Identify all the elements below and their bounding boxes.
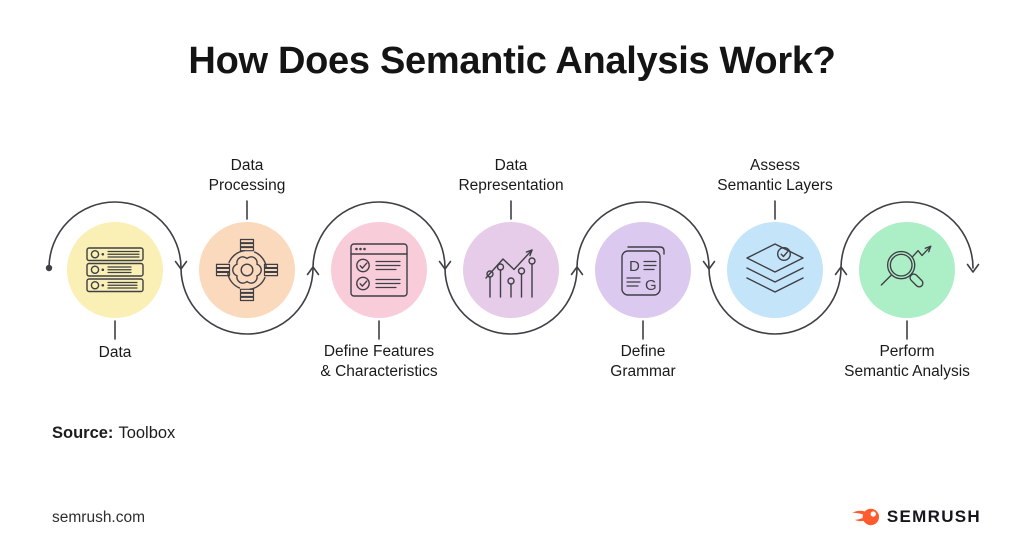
server-stack-icon	[86, 247, 144, 293]
growth-chart-icon	[485, 249, 536, 298]
semrush-logo: SEMRUSH	[851, 505, 981, 529]
step-define-features	[331, 222, 427, 318]
step-perform-semantic-analysis	[859, 222, 955, 318]
checklist-window-icon	[350, 243, 408, 297]
magnifier-analysis-icon	[880, 245, 932, 288]
step-circle	[859, 222, 955, 318]
footer-website: semrush.com	[52, 509, 146, 526]
step-label-define-grammar: Define Grammar	[610, 343, 676, 380]
step-circle	[463, 222, 559, 318]
step-label-perform-semantic-analysis: Perform Semantic Analysis	[844, 343, 970, 380]
step-label-data: Data	[98, 344, 132, 361]
step-data	[67, 222, 163, 318]
step-label-data-representation: Data Representation	[458, 157, 564, 194]
step-circle	[331, 222, 427, 318]
step-circle	[727, 222, 823, 318]
semrush-wordmark: SEMRUSH	[886, 507, 981, 526]
flow-start-dot	[45, 264, 53, 272]
infographic-title: How Does Semantic Analysis Work?	[188, 40, 836, 82]
source-line: Source:Toolbox	[52, 424, 175, 443]
step-assess-semantic-layers	[727, 222, 823, 318]
step-label-data-processing: Data Processing	[208, 157, 286, 194]
step-circle: D G	[595, 222, 691, 318]
semantic-layers-icon	[746, 243, 804, 293]
source-label: Source:	[52, 424, 114, 442]
grammar-letter-d: D	[629, 258, 640, 275]
step-define-grammar: D G	[595, 222, 691, 318]
semrush-logo-icon	[852, 508, 879, 526]
step-circle	[199, 222, 295, 318]
grammar-letter-g: G	[645, 277, 657, 294]
grammar-document-icon: D G	[621, 246, 665, 296]
step-label-assess-semantic-layers: Assess Semantic Layers	[717, 157, 833, 194]
source-value: Toolbox	[118, 424, 176, 442]
step-data-processing	[199, 222, 295, 318]
processing-gear-icon	[215, 238, 279, 302]
step-circle	[67, 222, 163, 318]
step-data-representation	[463, 222, 559, 318]
step-label-define-features: Define Features & Characteristics	[320, 343, 438, 380]
